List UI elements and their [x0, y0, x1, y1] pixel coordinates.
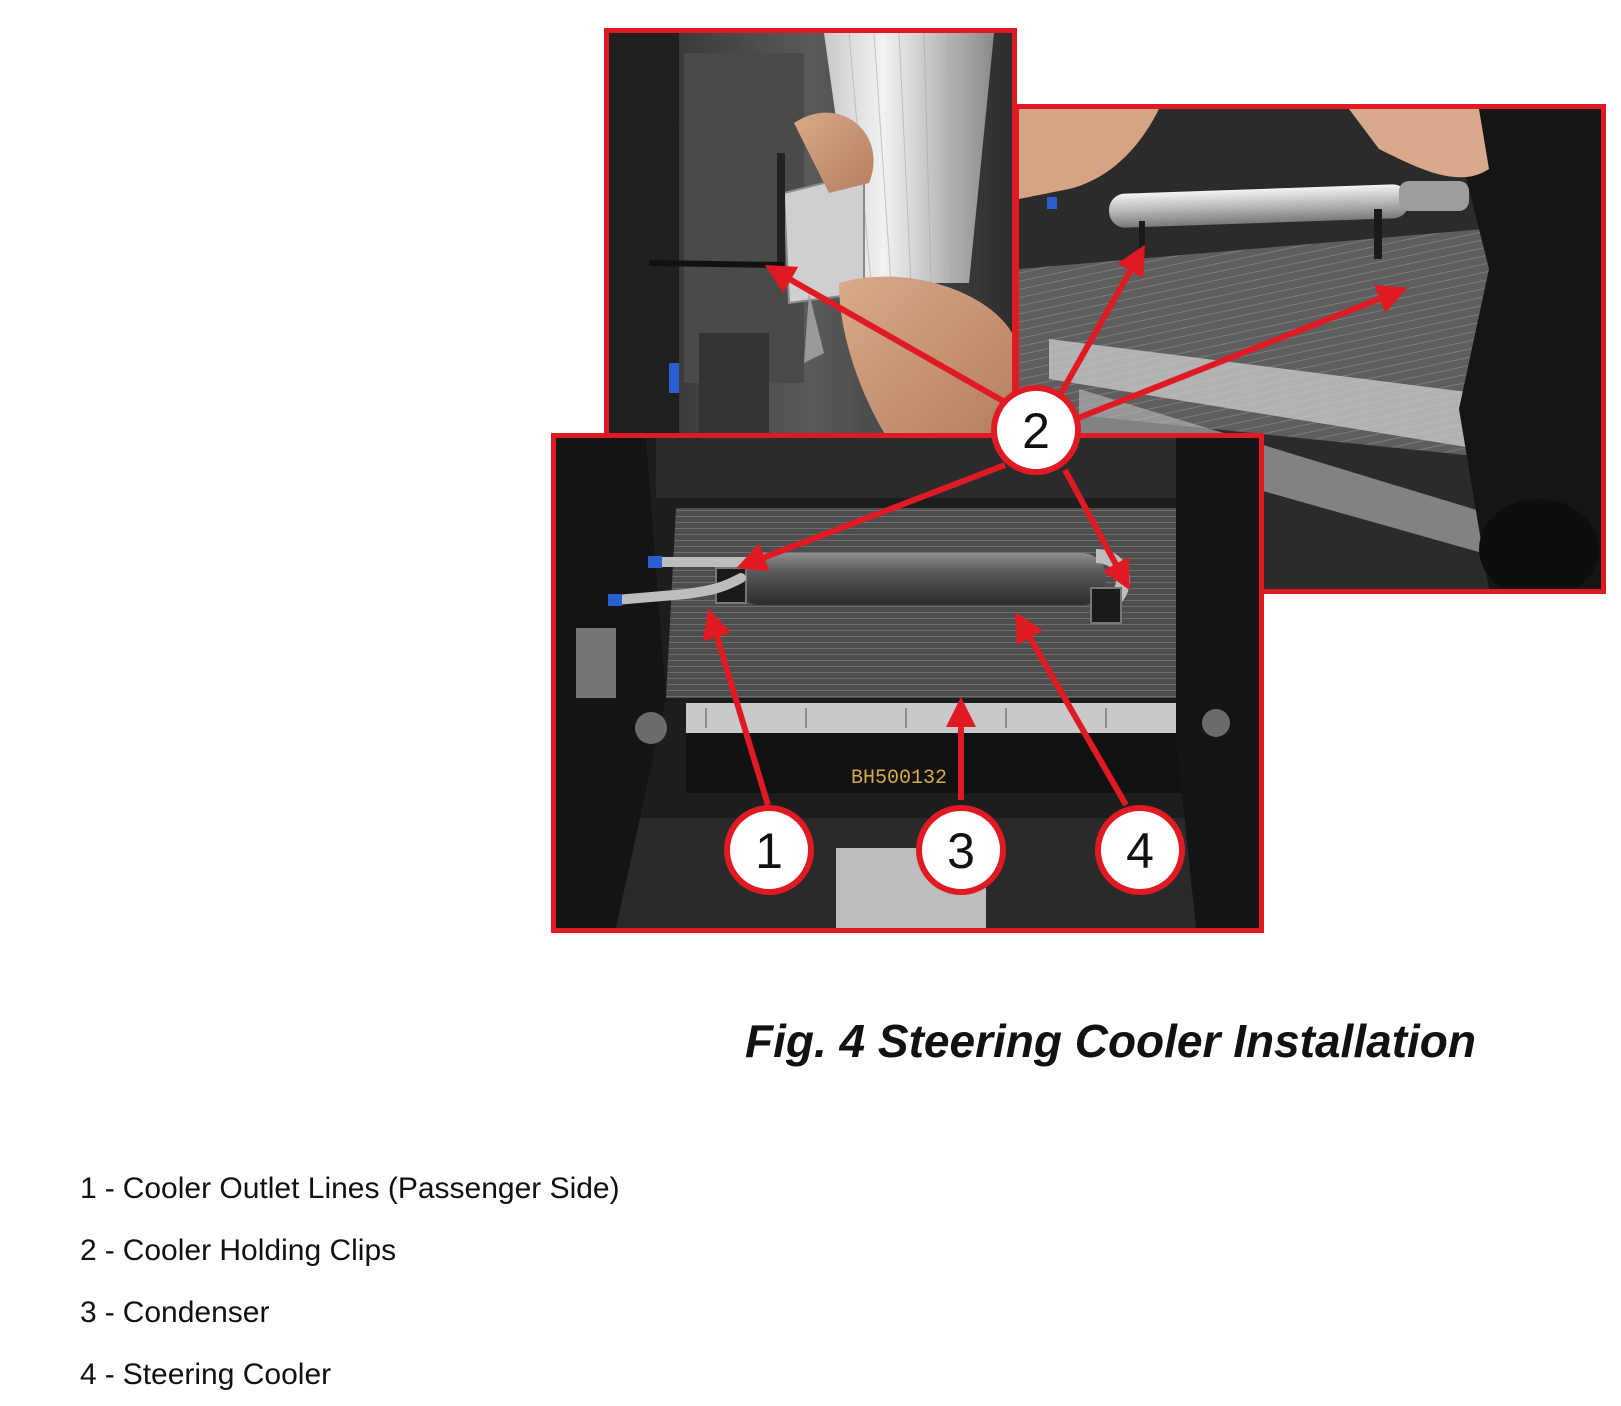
photo-clip-closeup: [604, 28, 1017, 446]
photo-cooler-installed-image: BH500132: [556, 438, 1259, 928]
legend-item-label: Condenser: [122, 1296, 270, 1329]
legend-item: 4-Steering Cooler: [80, 1358, 332, 1391]
figure-caption: Fig. 4 Steering Cooler Installation: [745, 1015, 1476, 1067]
legend-item-label: Cooler Holding Clips: [122, 1234, 397, 1267]
legend: 1-Cooler Outlet Lines (Passenger Side) 2…: [80, 1158, 620, 1406]
legend-item-label: Cooler Outlet Lines (Passenger Side): [122, 1172, 620, 1205]
figure: BH500132: [551, 28, 1606, 933]
legend-item: 3-Condenser: [80, 1296, 270, 1329]
legend-item-number: 1: [80, 1172, 97, 1205]
legend-item-number: 3: [80, 1296, 97, 1329]
legend-item-number: 2: [80, 1234, 97, 1267]
photo-cooler-installed: BH500132: [551, 433, 1264, 933]
legend-item: 1-Cooler Outlet Lines (Passenger Side): [80, 1172, 620, 1205]
legend-item: 2-Cooler Holding Clips: [80, 1234, 397, 1267]
legend-item-number: 4: [80, 1358, 97, 1391]
photo-clip-closeup-image: [609, 33, 1012, 441]
photo-stamp: BH500132: [851, 767, 947, 790]
legend-item-label: Steering Cooler: [122, 1358, 332, 1391]
